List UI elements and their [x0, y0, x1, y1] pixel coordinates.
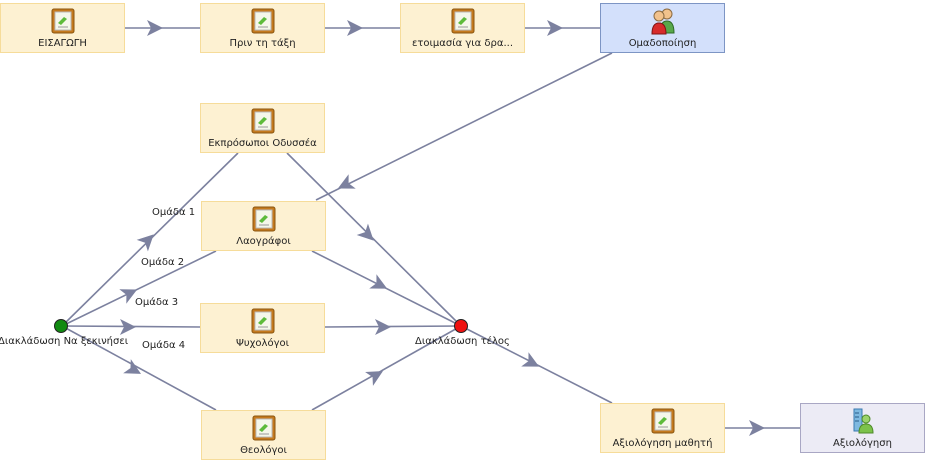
activity-label: Ψυχολόγοι [235, 338, 289, 349]
activity-preparation[interactable]: ετοιμασία για δρα... [400, 3, 525, 53]
notebook-icon [651, 408, 674, 434]
edge-start-to-folklorists [61, 250, 217, 327]
edge-end-to-student-eval-arrow [521, 352, 540, 367]
notebook-icon [252, 415, 275, 441]
branch-start-label: Διακλάδωση Να ξεκινήσει [0, 336, 129, 347]
activity-label: Πριν τη τάξη [229, 38, 296, 49]
edge-odysseus-to-end-arrow [356, 223, 374, 241]
edge-grouping-to-end-arrow [337, 174, 356, 189]
activity-grouping[interactable]: Ομαδοποίηση [600, 3, 725, 53]
edge-psychologists-to-end-arrow [374, 319, 391, 336]
edge-psychologists-to-end [324, 325, 462, 328]
branch-label-2: Ομάδα 2 [141, 257, 185, 268]
edge-odysseus-to-end [286, 152, 462, 327]
notebook-icon [251, 108, 274, 134]
notebook-icon [252, 206, 275, 232]
activity-evaluation[interactable]: Αξιολόγηση [800, 403, 925, 453]
edge-theologians-to-end-arrow [365, 371, 383, 386]
activity-label: Θεολόγοι [240, 445, 287, 456]
edge-folklorists-to-end-arrow [369, 274, 388, 289]
activity-theologians[interactable]: Θεολόγοι [201, 410, 326, 460]
notebook-icon [251, 308, 274, 334]
connection-lines [61, 20, 800, 436]
activity-label: ετοιμασία για δρα... [411, 38, 514, 49]
activity-label: Ομαδοποίηση [628, 38, 697, 49]
edge-student-eval-to-evaluation-arrow [749, 420, 765, 436]
branch-start-gate[interactable] [54, 319, 68, 333]
edge-grouping-to-end [315, 52, 613, 201]
activity-label: Αξιολόγηση μαθητή [612, 438, 713, 449]
notebook-icon [51, 8, 74, 34]
branch-label-3: Ομάδα 3 [135, 297, 179, 308]
branch-end-gate[interactable] [454, 319, 468, 333]
edge-prep-to-grouping-arrow [547, 20, 563, 36]
activity-before-class[interactable]: Πριν τη τάξη [200, 3, 325, 53]
activity-label: Λαογράφοι [236, 236, 291, 247]
activity-folklorists[interactable]: Λαογράφοι [201, 201, 326, 251]
activity-label: Αξιολόγηση [833, 438, 892, 449]
activity-psychologists[interactable]: Ψυχολόγοι [200, 303, 325, 353]
activity-label: ΕΙΣΑΓΩΓΗ [38, 38, 87, 49]
edge-intro-to-before-arrow [147, 20, 163, 36]
edge-start-to-theologians [61, 325, 217, 411]
edge-start-to-theologians-arrow [123, 359, 142, 374]
edge-start-to-psychologists-arrow [119, 318, 136, 335]
activity-label: Εκπρόσωποι Οδυσσέα [208, 138, 317, 149]
edge-start-to-folklorists-arrow [119, 289, 138, 304]
branch-end-label: Διακλάδωση τέλος [415, 336, 510, 347]
edge-start-to-odysseus-arrow [136, 234, 154, 252]
activity-odysseus-reps[interactable]: Εκπρόσωποι Οδυσσέα [200, 103, 325, 153]
assessment-icon [853, 408, 874, 434]
notebook-icon [451, 8, 474, 34]
group-people-icon [650, 8, 675, 35]
branch-label-1: Ομάδα 1 [152, 207, 196, 218]
edge-theologians-to-end [311, 325, 462, 411]
activity-student-eval[interactable]: Αξιολόγηση μαθητή [600, 403, 725, 453]
notebook-icon [251, 8, 274, 34]
branch-label-4: Ομάδα 4 [142, 340, 186, 351]
activity-intro[interactable]: ΕΙΣΑΓΩΓΗ [0, 3, 125, 53]
edge-before-to-prep-arrow [347, 20, 363, 36]
